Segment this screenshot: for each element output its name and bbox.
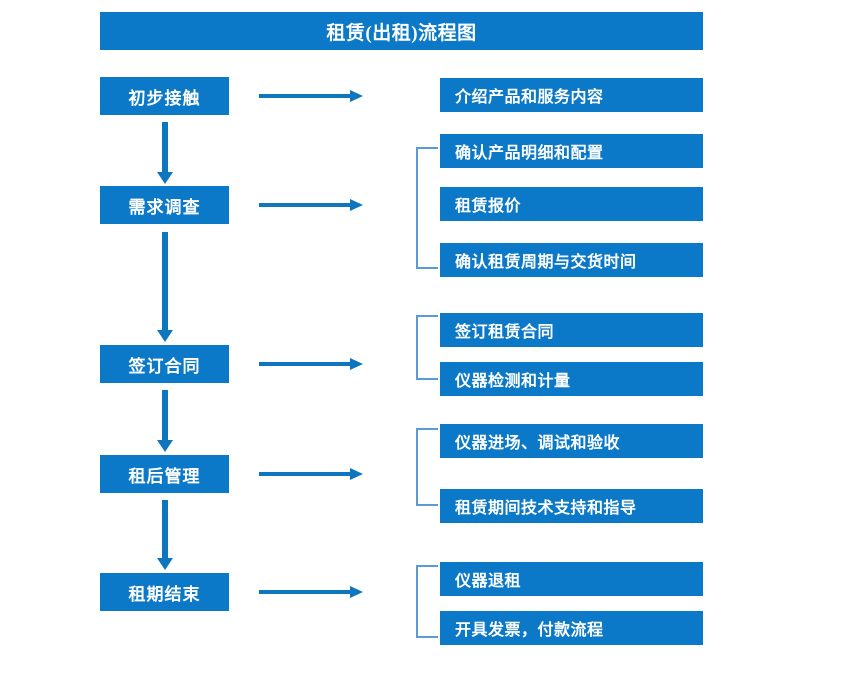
- detail-box-8[interactable]: 租赁期间技术支持和指导: [440, 489, 703, 523]
- stage-box-1[interactable]: 初步接触: [100, 77, 229, 115]
- stage-box-4[interactable]: 租后管理: [100, 455, 229, 493]
- detail-box-7[interactable]: 仪器进场、调试和验收: [440, 424, 703, 458]
- arrow-shaft: [162, 500, 168, 558]
- arrow-head-icon: [350, 586, 363, 598]
- group-bracket-5: [416, 565, 438, 638]
- arrow-head-icon: [350, 90, 363, 102]
- stage-box-2[interactable]: 需求调查: [100, 186, 229, 224]
- arrow-head-icon: [350, 358, 363, 370]
- arrow-shaft: [162, 122, 168, 172]
- group-bracket-2: [416, 147, 438, 269]
- horizontal-arrow-4: [259, 466, 363, 482]
- horizontal-arrow-1: [259, 88, 363, 104]
- arrow-head-icon: [157, 172, 173, 184]
- arrow-shaft: [259, 472, 351, 476]
- horizontal-arrow-2: [259, 197, 363, 213]
- arrow-shaft: [259, 362, 351, 366]
- arrow-head-icon: [350, 468, 363, 480]
- horizontal-arrow-3: [259, 356, 363, 372]
- vertical-arrow-3: [157, 390, 173, 452]
- stage-box-5[interactable]: 租期结束: [100, 573, 229, 611]
- arrow-head-icon: [157, 558, 173, 570]
- arrow-shaft: [259, 590, 351, 594]
- detail-box-10[interactable]: 开具发票，付款流程: [440, 611, 703, 645]
- detail-box-2[interactable]: 确认产品明细和配置: [440, 134, 703, 168]
- arrow-shaft: [162, 232, 168, 330]
- detail-box-6[interactable]: 仪器检测和计量: [440, 362, 703, 396]
- vertical-arrow-4: [157, 500, 173, 570]
- vertical-arrow-2: [157, 232, 173, 342]
- stage-box-3[interactable]: 签订合同: [100, 345, 229, 383]
- detail-box-4[interactable]: 确认租赁周期与交货时间: [440, 243, 703, 277]
- detail-box-9[interactable]: 仪器退租: [440, 562, 703, 596]
- group-bracket-3: [416, 315, 438, 380]
- vertical-arrow-1: [157, 122, 173, 184]
- detail-box-1[interactable]: 介绍产品和服务内容: [440, 78, 703, 112]
- arrow-shaft: [259, 203, 351, 207]
- detail-box-5[interactable]: 签订租赁合同: [440, 313, 703, 347]
- arrow-head-icon: [157, 440, 173, 452]
- horizontal-arrow-5: [259, 584, 363, 600]
- diagram-title: 租赁(出租)流程图: [100, 12, 703, 50]
- arrow-head-icon: [157, 330, 173, 342]
- group-bracket-4: [416, 428, 438, 506]
- detail-box-3[interactable]: 租赁报价: [440, 187, 703, 221]
- arrow-head-icon: [350, 199, 363, 211]
- arrow-shaft: [259, 94, 351, 98]
- arrow-shaft: [162, 390, 168, 440]
